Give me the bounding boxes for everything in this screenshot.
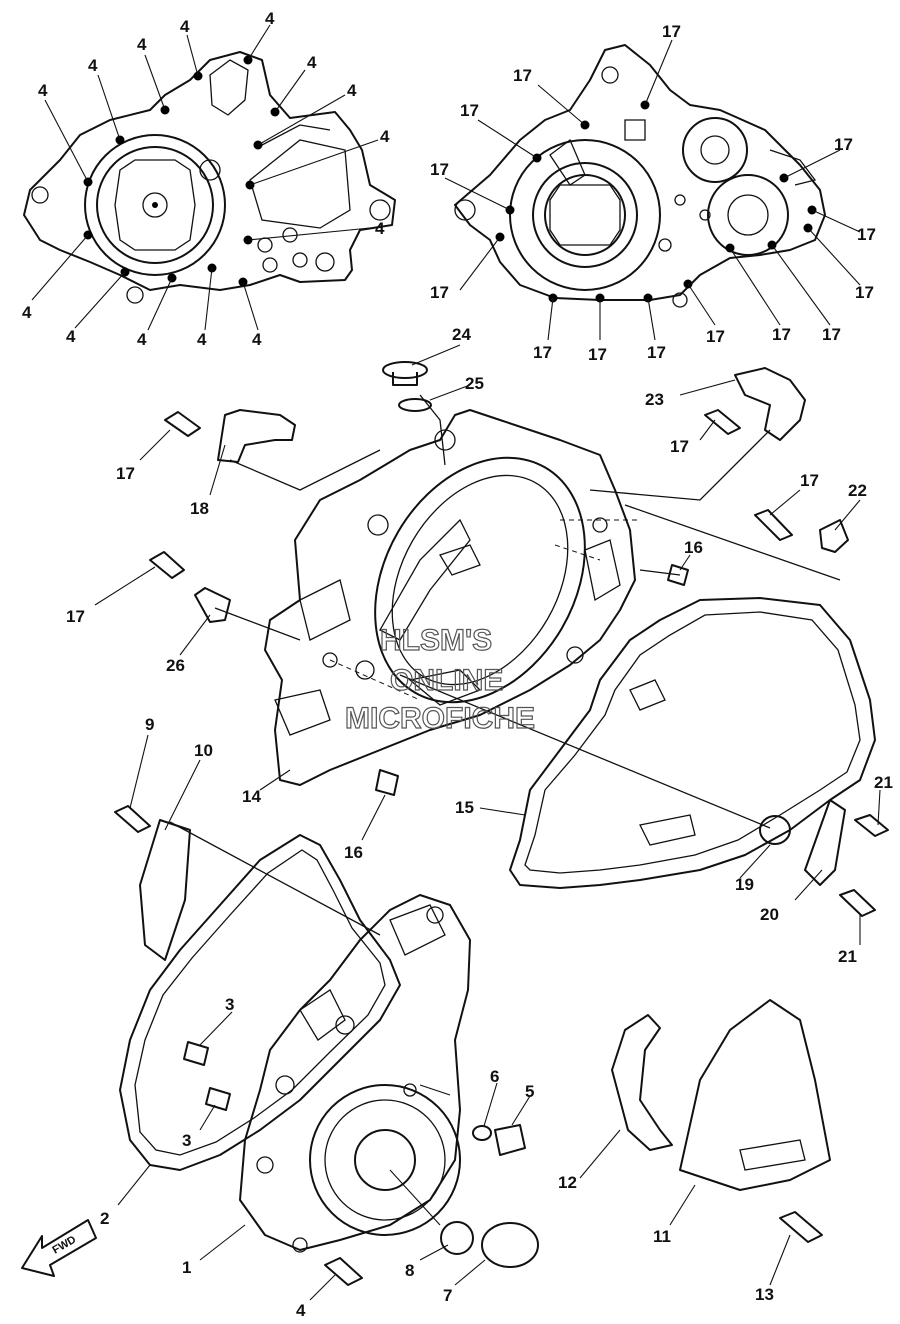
callout-17: 17: [857, 225, 876, 244]
watermark: HLSM'S ONLINE MICROFICHE: [344, 623, 535, 735]
callout-4: 4: [296, 1301, 306, 1320]
fwd-direction-badge: FWD: [21, 1219, 97, 1277]
callout-4: 4: [137, 330, 147, 349]
callout-17: 17: [800, 471, 819, 490]
callout-17: 17: [430, 283, 449, 302]
callout-4: 4: [307, 53, 317, 72]
small-parts: [114, 361, 889, 1286]
svg-text:FWD: FWD: [51, 1234, 79, 1257]
svg-text:ONLINE: ONLINE: [390, 664, 503, 697]
callout-8: 8: [405, 1261, 414, 1280]
callout-1: 1: [182, 1258, 191, 1277]
callout-4: 4: [66, 327, 76, 346]
callout-24: 24: [452, 325, 471, 344]
callout-17: 17: [822, 325, 841, 344]
callout-17: 17: [647, 343, 666, 362]
callout-17: 17: [116, 464, 135, 483]
callout-4: 4: [137, 35, 147, 54]
crankcase-right-view: [444, 39, 861, 341]
callout-21: 21: [874, 773, 893, 792]
callout-17: 17: [513, 66, 532, 85]
callout-17: 17: [834, 135, 853, 154]
callout-11: 11: [653, 1227, 671, 1246]
bolt-dots-part-4: [83, 55, 280, 287]
callout-4: 4: [88, 56, 98, 75]
outer-cover-part-1: [239, 894, 471, 1253]
callout-25: 25: [465, 374, 484, 393]
callout-4: 4: [265, 9, 275, 28]
callout-10: 10: [194, 741, 213, 760]
callout-17: 17: [430, 160, 449, 179]
callout-4: 4: [252, 330, 262, 349]
assembly-lines: [169, 394, 841, 936]
callout-4: 4: [375, 219, 385, 238]
callout-17: 17: [662, 22, 681, 41]
callout-17: 17: [588, 345, 607, 364]
callout-5: 5: [525, 1082, 534, 1101]
leader-lines-top-left: [31, 24, 379, 331]
callout-4: 4: [197, 330, 207, 349]
gasket-part-2: [119, 834, 401, 1171]
callout-17: 17: [855, 283, 874, 302]
crankcase-left-view: [23, 24, 396, 331]
callout-21: 21: [838, 947, 857, 966]
callout-16: 16: [684, 538, 703, 557]
callout-17: 17: [533, 343, 552, 362]
callout-2: 2: [100, 1209, 109, 1228]
callout-6: 6: [490, 1067, 499, 1086]
callout-4: 4: [22, 303, 32, 322]
callout-4: 4: [180, 17, 190, 36]
callout-3: 3: [225, 995, 234, 1014]
callout-17: 17: [706, 327, 725, 346]
callout-14: 14: [242, 787, 261, 806]
callout-4: 4: [380, 127, 390, 146]
callout-17: 17: [460, 101, 479, 120]
bolt-dots-part-17: [495, 100, 817, 303]
callout-labels: 4 4 4 4 4 4 4 4 4 4 4 4 4 4 17 17 17 17 …: [22, 9, 893, 1320]
callout-17: 17: [772, 325, 791, 344]
callout-17: 17: [670, 437, 689, 456]
callout-9: 9: [145, 715, 154, 734]
callout-12: 12: [558, 1173, 577, 1192]
svg-text:HLSM'S: HLSM'S: [380, 624, 492, 657]
leader-lines-top-right: [444, 39, 861, 341]
callout-17: 17: [66, 607, 85, 626]
callout-19: 19: [735, 875, 754, 894]
callout-26: 26: [166, 656, 185, 675]
leader-lines-lower: [94, 344, 881, 1301]
gasket-part-15: [509, 597, 876, 889]
callout-13: 13: [755, 1285, 774, 1304]
callout-7: 7: [443, 1286, 452, 1305]
callout-18: 18: [190, 499, 209, 518]
callout-16: 16: [344, 843, 363, 862]
callout-20: 20: [760, 905, 779, 924]
callout-4: 4: [38, 81, 48, 100]
svg-text:MICROFICHE: MICROFICHE: [345, 702, 535, 735]
callout-15: 15: [455, 798, 474, 817]
callout-22: 22: [848, 481, 867, 500]
callout-23: 23: [645, 390, 664, 409]
callout-3: 3: [182, 1131, 191, 1150]
callout-4: 4: [347, 81, 357, 100]
crankcase-cover-part-14: [264, 409, 636, 786]
